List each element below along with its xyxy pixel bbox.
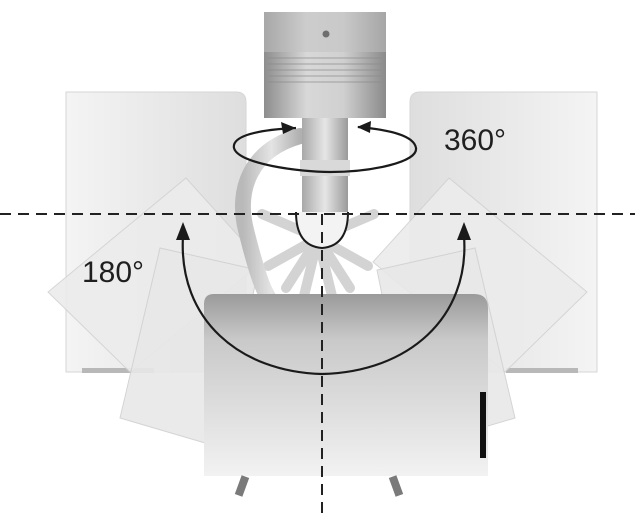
- cable: [235, 128, 308, 308]
- screw-icon: [322, 30, 330, 38]
- tilt-rotation-arrow: [176, 222, 471, 376]
- ceiling-mount: [264, 12, 386, 118]
- tilt-angle-label: 180°: [82, 256, 145, 289]
- pan-angle-label: 360°: [444, 124, 507, 157]
- pan-rotation-arrow: [232, 121, 418, 174]
- pivot-socket: [295, 211, 349, 250]
- camera-head-front: [204, 294, 488, 497]
